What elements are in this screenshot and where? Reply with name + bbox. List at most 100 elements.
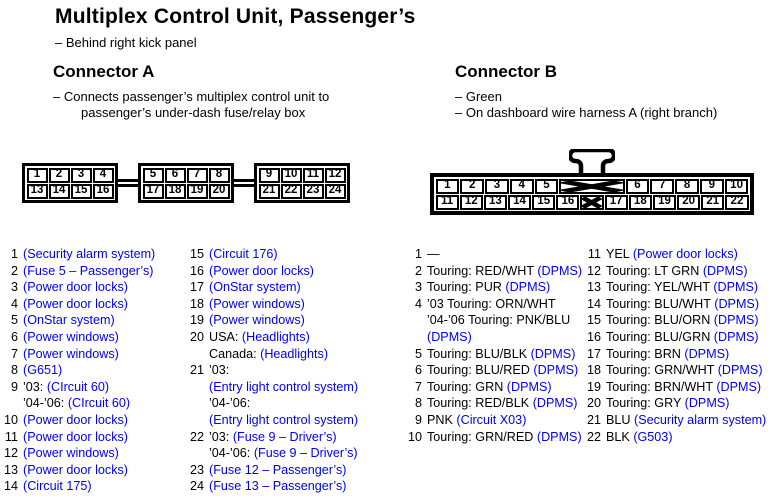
pin-function-link[interactable]: (Power windows) xyxy=(209,296,305,311)
pin-function-link[interactable]: (Power windows) xyxy=(23,446,119,461)
pin-function-link[interactable]: (DPMS) xyxy=(713,280,759,295)
pin-function-link[interactable]: (Power door locks) xyxy=(23,412,128,427)
pin-description: PNK (Circuit X03) xyxy=(427,412,526,429)
pin-function-link[interactable]: (CIrcuit 60) xyxy=(67,396,131,411)
pin-function-link[interactable]: (Entry light control system) xyxy=(209,412,359,427)
pin-function-link[interactable]: (Security alarm system) xyxy=(23,247,156,261)
pin-function-link[interactable]: (Power door locks) xyxy=(632,247,738,261)
pin-row: 2(Fuse 5 – Passenger’s) xyxy=(3,263,155,280)
pin-function-link[interactable]: (OnStar system) xyxy=(209,280,301,295)
pin-function-link[interactable]: (Entry light control system) xyxy=(209,379,359,394)
pin-function-link[interactable]: (Headlights) xyxy=(241,329,310,344)
connector-a-pin-cell: 3 xyxy=(70,167,92,183)
connector-a-pin-cell: 23 xyxy=(302,183,324,199)
pin-function-link[interactable]: (Headlights) xyxy=(260,346,329,361)
pin-description-line: (Fuse 13 – Passenger’s) xyxy=(209,478,346,495)
pin-function-link[interactable]: (Fuse 9 – Driver’s) xyxy=(253,446,358,461)
pin-function-link[interactable]: (DPMS) xyxy=(506,379,552,394)
pin-number: 22 xyxy=(586,429,601,444)
pin-number: 16 xyxy=(586,329,601,344)
pin-function-link[interactable]: (Power door locks) xyxy=(209,263,314,278)
pin-description: (Power door locks) xyxy=(209,263,314,280)
pin-function-link[interactable]: (Fuse 5 – Passenger’s) xyxy=(23,263,154,278)
pin-number: 3 xyxy=(414,280,422,295)
pin-function-link[interactable]: (DPMS) xyxy=(505,280,551,295)
connector-b-pin-cell: 14 xyxy=(507,194,532,210)
pin-function-link[interactable]: (Power windows) xyxy=(23,346,119,361)
connector-b-pin-cell: 1 xyxy=(435,178,460,194)
pin-description: (Power door locks) xyxy=(23,429,128,446)
pin-function-link[interactable]: (Power door locks) xyxy=(23,429,128,444)
pin-function-link[interactable]: (DPMS) xyxy=(536,429,582,444)
page-title: Multiplex Control Unit, Passenger’s xyxy=(55,5,416,28)
pin-description-line: (Circuit 176) xyxy=(209,246,278,263)
pin-function-link[interactable]: (DPMS) xyxy=(533,363,579,378)
pin-function-link[interactable]: (G503) xyxy=(633,429,673,444)
pin-row: 5(OnStar system) xyxy=(3,312,155,329)
pin-row: 11(Power door locks) xyxy=(3,429,155,446)
pin-function-link[interactable]: (DPMS) xyxy=(716,379,762,394)
pin-function-link[interactable]: (DPMS) xyxy=(530,346,576,361)
pin-description-line: (Power door locks) xyxy=(23,412,128,429)
pin-function-link[interactable]: (DPMS) xyxy=(714,296,760,311)
pin-description: (Security alarm system) xyxy=(23,246,155,263)
pin-function-link[interactable]: (CIrcuit 60) xyxy=(46,379,110,394)
pin-number: 12 xyxy=(3,446,18,461)
pin-description: (Circuit 175) xyxy=(23,478,92,495)
pin-function-link[interactable]: (DPMS) xyxy=(684,346,730,361)
pin-function-link[interactable]: (DPMS) xyxy=(684,396,730,411)
pin-row: 18(Power windows) xyxy=(189,296,358,313)
pin-function-link[interactable]: (DPMS) xyxy=(537,263,583,278)
connector-b-pin-cell: 4 xyxy=(509,178,534,194)
pin-wire-label: Touring: BLU/GRN xyxy=(606,329,714,344)
pin-function-link[interactable]: (Circuit 176) xyxy=(209,247,278,261)
pin-description-line: (Power windows) xyxy=(209,312,305,329)
pin-function-link[interactable]: (Circuit X03) xyxy=(456,412,527,427)
pin-function-link[interactable]: (G651) xyxy=(23,363,63,378)
connector-b-pin-cell: 19 xyxy=(652,194,677,210)
pin-description: (Fuse 5 – Passenger’s) xyxy=(23,263,153,280)
pin-function-link[interactable]: (OnStar system) xyxy=(23,313,115,328)
pin-description-line: Touring: RED/BLK (DPMS) xyxy=(427,395,577,412)
pin-row: 10(Power door locks) xyxy=(3,412,155,429)
pin-function-link[interactable]: (Power door locks) xyxy=(23,280,128,295)
pin-number: 12 xyxy=(586,263,601,278)
pin-description: Touring: YEL/WHT (DPMS) xyxy=(606,279,758,296)
pin-function-link[interactable]: (DPMS) xyxy=(713,313,759,328)
pin-description-line: (Fuse 12 – Passenger’s) xyxy=(209,462,346,479)
pin-description-line: PNK (Circuit X03) xyxy=(427,412,526,429)
pin-function-link[interactable]: (Fuse 13 – Passenger’s) xyxy=(209,479,347,494)
connector-a-pin-cell: 20 xyxy=(208,183,230,199)
pin-function-link[interactable]: (DPMS) xyxy=(532,396,578,411)
pin-description: (Power door locks) xyxy=(23,279,128,296)
pin-description: ’03 Touring: ORN/WHT’04-’06 Touring: PNK… xyxy=(427,296,570,346)
pin-description-line: BLU (Security alarm system) xyxy=(606,412,766,429)
pin-wire-label: ’03: xyxy=(23,379,47,394)
pin-function-link[interactable]: (Power windows) xyxy=(23,329,119,344)
pin-function-link[interactable]: (DPMS) xyxy=(427,329,472,344)
pin-description: Touring: BLU/ORN (DPMS) xyxy=(606,312,759,329)
pin-function-link[interactable]: (Fuse 9 – Driver’s) xyxy=(232,429,337,444)
pin-function-link[interactable]: (Fuse 12 – Passenger’s) xyxy=(209,462,347,477)
pin-number: 5 xyxy=(414,346,422,361)
pin-function-link[interactable]: (Power windows) xyxy=(209,313,305,328)
pin-function-link[interactable]: (DPMS) xyxy=(713,329,759,344)
blocked-slot-x-icon xyxy=(561,180,623,192)
connector-b-section-header: Connector B – Green – On dashboard wire … xyxy=(455,62,717,121)
pin-description-line: YEL (Power door locks) xyxy=(606,246,738,263)
pin-function-link[interactable]: (DPMS) xyxy=(717,363,763,378)
pin-function-link[interactable]: (Security alarm system) xyxy=(634,412,767,427)
pin-function-link[interactable]: (Power door locks) xyxy=(23,462,128,477)
pin-function-link[interactable]: (Circuit 175) xyxy=(23,479,92,494)
connector-b-pin-cell: 22 xyxy=(725,194,749,210)
pin-description: (Fuse 13 – Passenger’s) xyxy=(209,478,346,495)
pin-number: 21 xyxy=(586,412,601,427)
pin-description-line: (Circuit 175) xyxy=(23,478,92,495)
pin-function-link[interactable]: (DPMS) xyxy=(702,263,748,278)
pin-function-link[interactable]: (Power door locks) xyxy=(23,296,128,311)
